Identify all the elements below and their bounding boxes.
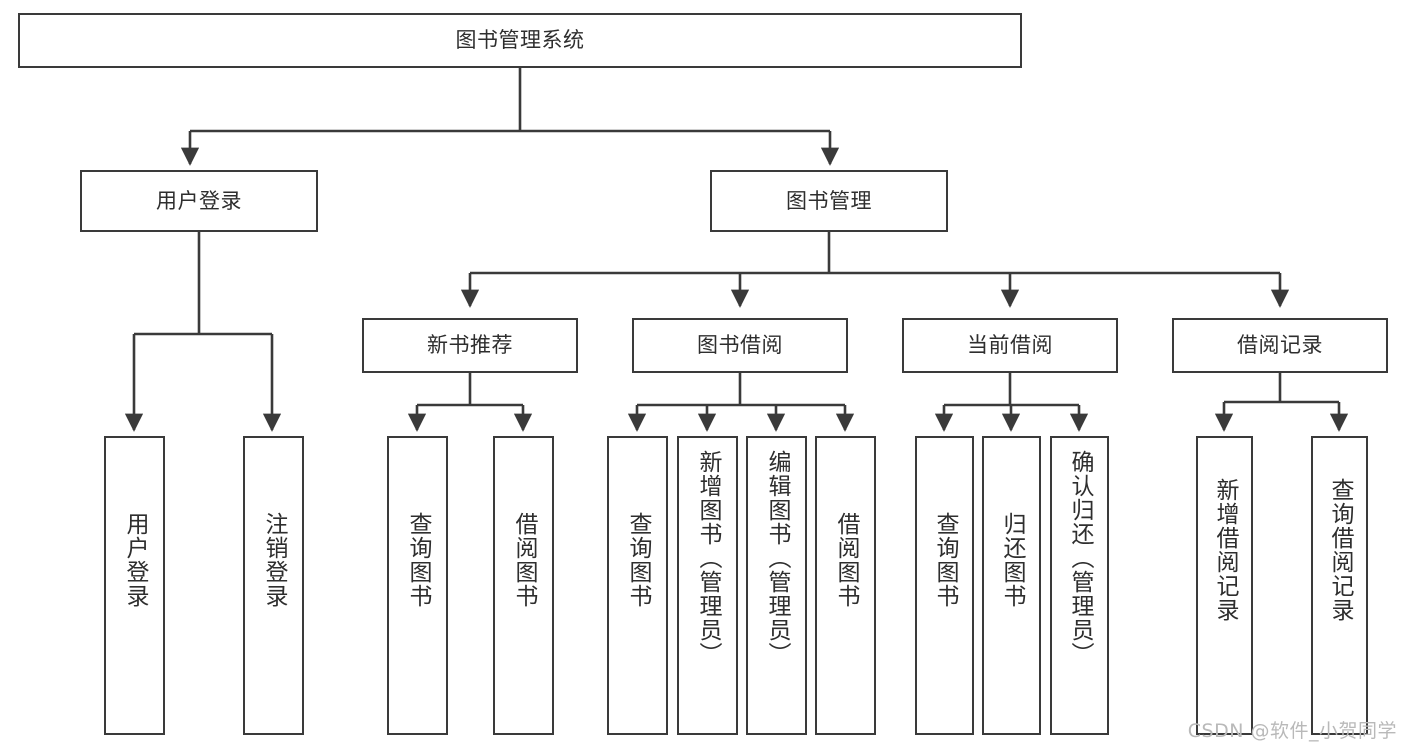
leaf-current-borrow-return[interactable]: 归还图书	[982, 436, 1041, 735]
node-new-book-recommend-label: 新书推荐	[427, 333, 513, 358]
leaf-borrow-record-query[interactable]: 查询借阅记录	[1311, 436, 1368, 735]
node-user-login[interactable]: 用户登录	[80, 170, 318, 232]
node-current-borrow[interactable]: 当前借阅	[902, 318, 1118, 373]
node-current-borrow-label: 当前借阅	[967, 333, 1053, 358]
leaf-new-book-query-label: 查询图书	[405, 512, 431, 608]
leaf-new-book-borrow[interactable]: 借阅图书	[493, 436, 554, 735]
leaf-current-borrow-query[interactable]: 查询图书	[915, 436, 974, 735]
leaf-user-login-login-label: 用户登录	[122, 512, 148, 608]
leaf-book-borrow-add[interactable]: 新增图书（管理员）	[677, 436, 738, 735]
node-borrow-record[interactable]: 借阅记录	[1172, 318, 1388, 373]
node-borrow-record-label: 借阅记录	[1237, 333, 1323, 358]
leaf-borrow-record-query-label: 查询借阅记录	[1327, 478, 1353, 622]
leaf-book-borrow-borrow[interactable]: 借阅图书	[815, 436, 876, 735]
leaf-borrow-record-add[interactable]: 新增借阅记录	[1196, 436, 1253, 735]
leaf-book-borrow-query-label: 查询图书	[625, 512, 651, 608]
leaf-book-borrow-query[interactable]: 查询图书	[607, 436, 668, 735]
leaf-current-borrow-query-label: 查询图书	[932, 512, 958, 608]
leaf-book-borrow-edit[interactable]: 编辑图书（管理员）	[746, 436, 807, 735]
leaf-book-borrow-add-label: 新增图书（管理员）	[695, 450, 721, 666]
leaf-user-login-logout[interactable]: 注销登录	[243, 436, 304, 735]
node-book-borrow-label: 图书借阅	[697, 333, 783, 358]
node-new-book-recommend[interactable]: 新书推荐	[362, 318, 578, 373]
leaf-new-book-query[interactable]: 查询图书	[387, 436, 448, 735]
leaf-current-borrow-confirm[interactable]: 确认归还（管理员）	[1050, 436, 1109, 735]
leaf-book-borrow-borrow-label: 借阅图书	[833, 512, 859, 608]
leaf-new-book-borrow-label: 借阅图书	[511, 512, 537, 608]
leaf-book-borrow-edit-label: 编辑图书（管理员）	[764, 450, 790, 666]
leaf-current-borrow-confirm-label: 确认归还（管理员）	[1067, 450, 1093, 666]
node-book-manage-label: 图书管理	[786, 188, 872, 213]
node-book-borrow[interactable]: 图书借阅	[632, 318, 848, 373]
leaf-borrow-record-add-label: 新增借阅记录	[1212, 478, 1238, 622]
leaf-user-login-login[interactable]: 用户登录	[104, 436, 165, 735]
node-book-manage[interactable]: 图书管理	[710, 170, 948, 232]
node-root-system[interactable]: 图书管理系统	[18, 13, 1022, 68]
leaf-user-login-logout-label: 注销登录	[261, 512, 287, 608]
node-root-system-label: 图书管理系统	[455, 28, 585, 53]
node-user-login-label: 用户登录	[156, 188, 242, 213]
leaf-current-borrow-return-label: 归还图书	[999, 512, 1025, 608]
